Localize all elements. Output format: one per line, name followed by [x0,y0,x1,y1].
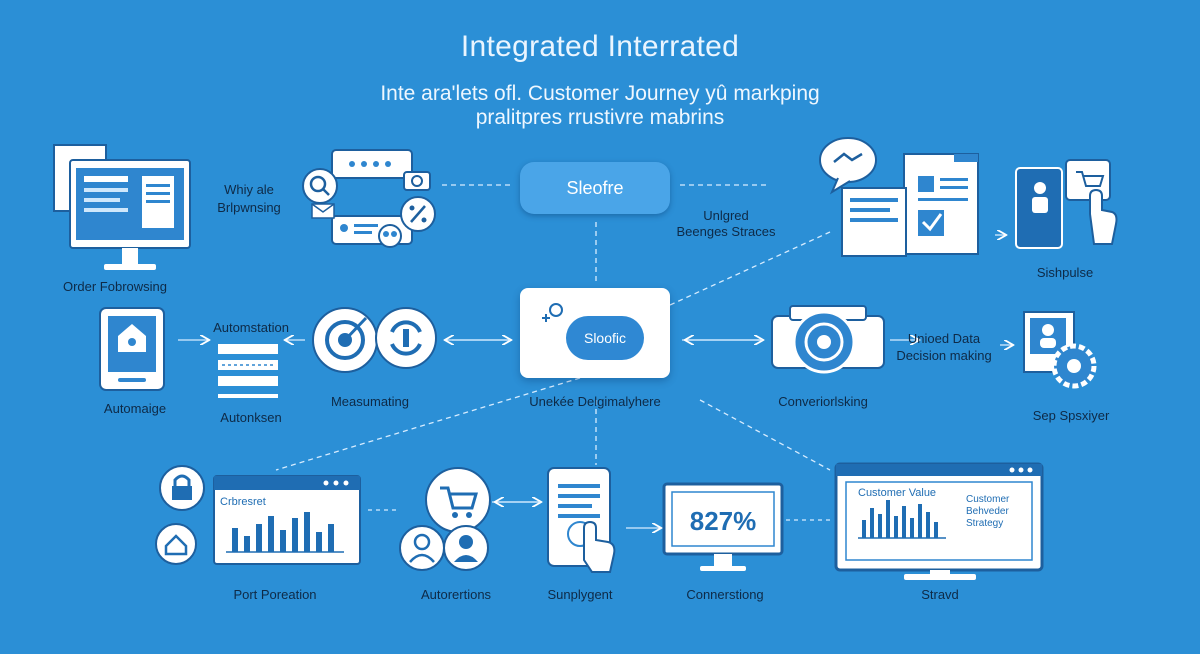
profile-gear-icon [1023,311,1097,389]
legend-line-2: Behveder [966,506,1009,517]
legend-line-1: Customer [966,494,1010,505]
label-automation: Automstation [213,320,289,335]
connectors [178,184,1012,528]
label-why-line-2: Brlpwnsing [217,200,281,215]
team-icon [340,224,402,248]
target-icon [312,307,378,373]
documents-checkmark-icon [841,153,979,257]
label-siship: Sishpulse [1036,265,1094,280]
mobile-cart-icon [1015,159,1118,249]
label-unified-stages: Unlgred Beenges Straces [646,208,806,240]
diagram-subtitle: Inte ara'lets ofl. Customer Journey yû m… [0,82,1200,130]
label-connect: Connerstiong [686,587,764,602]
mail-icon [311,203,335,219]
home-icon [155,523,197,565]
monitor-percent-icon [662,482,784,571]
percent-value: 827% [689,506,757,536]
chart-window-title: Crbresret [220,496,266,508]
label-central-platform: Unekée Delgimalyhere [529,394,661,409]
connector-center-chart [275,377,581,471]
label-conversion: Converiorlsking [778,394,868,409]
label-port: Port Poreation [233,587,317,602]
camera-icon [403,171,431,191]
label-unified-line-1: Unlgred [703,208,749,223]
list-stack-icon [218,344,278,398]
cart-icon [425,467,491,533]
gear-sparkle-icon [538,298,568,328]
label-unified-line-2: Beenges Straces [676,224,776,239]
label-unified-data: Unioed Data Decision making [884,330,1004,364]
label-autoreritions: Autorertions [420,587,492,602]
label-why-browsing: Whiy ale Brlpwnsing [204,181,294,217]
label-automaige: Automaige [103,401,167,416]
cloud-logo: Sloofic [566,316,644,360]
label-stratved: Stravd [921,587,959,602]
label-sep: Sep Spsxiyer [1032,408,1110,423]
label-unified-data-line-2: Decision making [896,348,992,363]
monitor-chart-title: Customer Value [858,487,937,499]
monitor-chart-legend: Customer Behveder Strategy [966,494,1032,530]
refresh-icon [375,307,437,369]
tablet-lock-icon [99,307,165,391]
lock-icon [159,465,205,511]
connector-center-docs [669,231,831,306]
label-why-line-1: Whiy ale [224,182,274,197]
central-platform-card: Sloofic [520,288,670,378]
subtitle-line-2: pralitpres rrustivre mabrins [475,106,725,129]
percent-icon [400,196,436,232]
label-unified-data-line-1: Unioed Data [907,331,981,346]
chat-handshake-icon [819,137,877,195]
chart-bars-left [226,512,344,553]
label-supplygent: Sunplygent [547,587,613,602]
subtitle-line-1: Inte ara'lets ofl. Customer Journey yû m… [380,82,820,105]
label-measuring: Measumating [330,394,410,409]
label-autonksen: Autonksen [220,410,282,425]
legend-line-3: Strategy [966,518,1004,529]
central-hub-button[interactable]: Sleofre [520,162,670,214]
monitor-chart-icon [834,462,1044,580]
label-order-browsing: Order Fobrowsing [62,279,168,294]
connector-center-monitor [699,399,831,471]
documents-monitor-icon [53,144,191,270]
tablet-touch-icon [547,467,616,573]
diagram-title: Integrated Interrated [460,30,740,63]
user-icon [399,525,489,571]
chart-bars-right [858,500,946,539]
bar-chart-window-icon [213,475,361,565]
search-icon [302,168,338,204]
camera-lens-icon [771,305,885,374]
